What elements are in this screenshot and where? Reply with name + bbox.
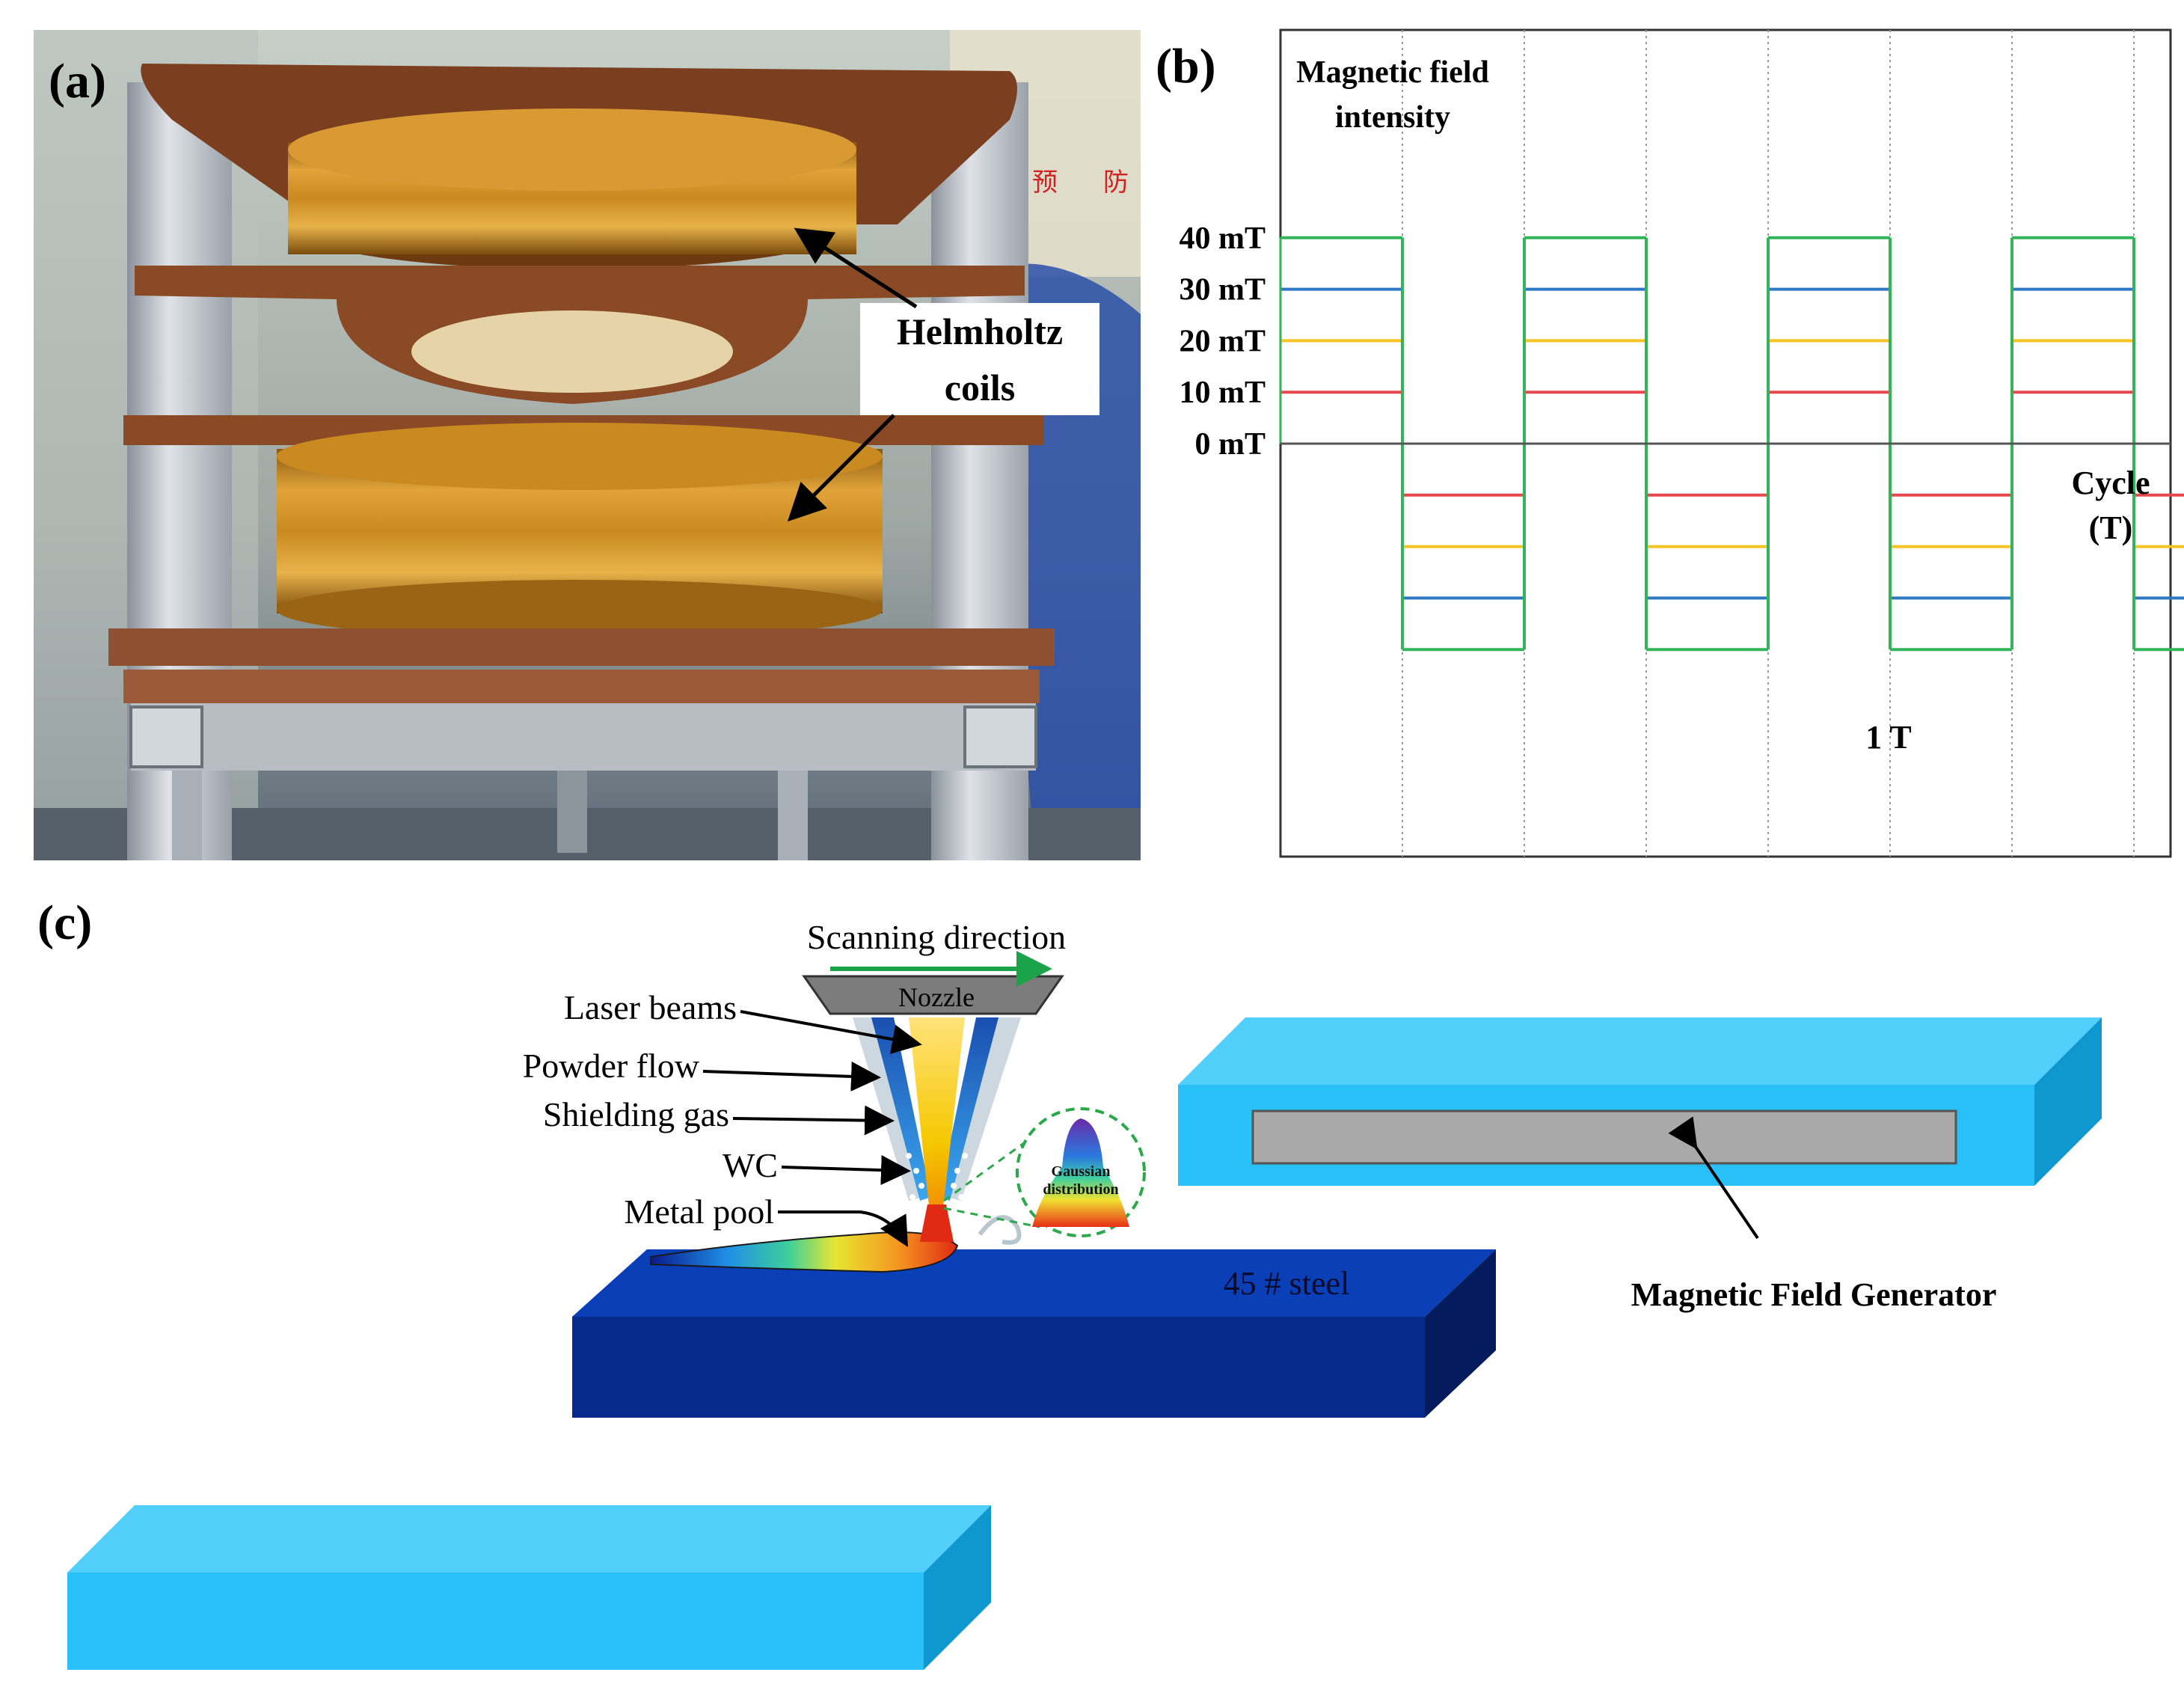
helmholtz-label-line1: Helmholtz [897,310,1063,352]
y-tick-label: 40 mT [1180,221,1266,256]
nozzle-label: Nozzle [898,982,975,1012]
metal-pool-pointer [778,1210,908,1247]
y-axis-label-line1: Magnetic field [1296,55,1489,90]
steel-side [1425,1249,1496,1418]
sign-text-1: 预 [1032,169,1058,197]
wc-pointer [781,1155,911,1186]
gaussian-label-line1: Gaussian [1052,1163,1111,1180]
bottom-plate [123,670,1040,703]
powder-flow-pointer [702,1061,881,1092]
metal-pool-label: Metal pool [624,1193,774,1231]
generator-pointer [1668,1116,1759,1240]
y-tick-label: 10 mT [1180,376,1266,410]
magnet-right-top [1178,1017,2102,1085]
wc-label: WC [723,1146,778,1184]
laser-beams-pointer [740,1010,922,1054]
nozzle [802,975,1064,1015]
photo-panel: 预 防 Helmholtz coils [34,30,1141,860]
y-axis-label-line2: intensity [1335,100,1450,135]
generator-label: Magnetic Field Generator [1631,1276,1997,1313]
gaussian-leader-top [943,1136,1033,1202]
magnet-left-top [67,1505,991,1573]
magnet-left-front [67,1573,924,1670]
panel-label-c: (c) [37,896,92,950]
hot-spot [920,1204,954,1242]
helmholtz-label-line2: coils [945,367,1015,408]
leg-left [172,771,202,860]
lower-coil-top [277,423,883,490]
shielding-gas-label: Shielding gas [543,1095,729,1133]
aluminium-beam [131,703,1036,771]
y-tick-labels: 40 mT 30 mT 20 mT 10 mT 0 mT [1180,221,1266,462]
steel-substrate: 45 # steel [572,1249,1496,1418]
sign-text-2: 防 [1103,169,1129,197]
x-axis-label-line2: (T) [2089,509,2133,546]
arrow-upper-coil [794,227,918,309]
y-tick-label: 20 mT [1180,324,1266,358]
plate-opening [411,310,733,393]
upper-coil-top [288,108,856,191]
laser-beams-label: Laser beams [564,988,737,1026]
schematic-panel: (c) Magnetic Field Generator 45 # steel … [37,896,2102,1670]
powder-flow-left [871,1017,931,1201]
gaussian-label-line2: distribution [1043,1181,1118,1198]
panel-label-a: (a) [49,54,106,108]
gaussian-shape [1032,1118,1129,1227]
beam-end-left [129,705,203,768]
x-axis-label-line1: Cycle [2071,465,2150,501]
y-tick-label: 0 mT [1195,427,1266,462]
arrow-lower-coil [787,414,895,522]
beam-end-right [963,705,1037,768]
gaussian-leader-bottom [943,1207,1040,1228]
leg-mid-right [778,771,808,860]
substrate-label: 45 # steel [1224,1265,1350,1302]
scanning-direction-label: Scanning direction [807,918,1066,956]
magnet-bar-left [67,1505,991,1670]
period-annotation: 1 T [1865,719,1912,756]
nozzle-post [557,771,587,853]
panel-label-b: (b) [1156,39,1216,94]
annotation-box [860,303,1099,415]
powder-flow-label: Powder flow [523,1047,700,1085]
gas-swirl [978,1215,1022,1245]
magnet-right-side [2034,1017,2102,1186]
powder-flow-right [939,1017,999,1201]
lower-coil-bottom [277,580,883,640]
magnet-left-side [924,1505,991,1670]
y-tick-label: 30 mT [1180,273,1266,307]
magnetic-field-generator [1251,1109,1957,1165]
shielding-gas-pointer [732,1105,895,1136]
steel-front [572,1317,1425,1418]
metal-pool [650,1231,959,1273]
magnet-bar-right [1178,1017,2102,1186]
laser-beam [909,1017,965,1227]
base-plate [108,628,1055,666]
